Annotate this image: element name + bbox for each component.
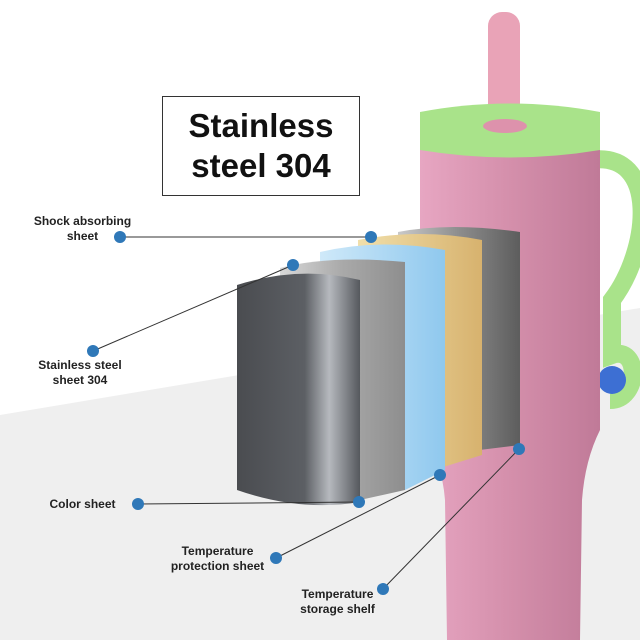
layer-sheets [237, 227, 520, 506]
callout-dot [114, 231, 126, 243]
title-line-1: Stainless [188, 107, 334, 144]
label-temperature-protection: Temperature protection sheet [160, 544, 275, 574]
label-line: sheet [66, 229, 99, 243]
label-color-sheet: Color sheet [40, 497, 125, 512]
callout-dot [287, 259, 299, 271]
label-line: Temperature [181, 544, 254, 558]
callout-dot [87, 345, 99, 357]
label-line: Stainless steel [38, 358, 122, 372]
label-line: Shock absorbing [33, 214, 132, 228]
label-line: sheet 304 [52, 373, 108, 387]
label-shock-absorbing: Shock absorbing sheet [25, 214, 140, 244]
label-temperature-storage: Temperature storage shelf [290, 587, 385, 617]
label-line: storage shelf [300, 602, 375, 616]
callout-dot [377, 583, 389, 595]
label-stainless-steel-sheet: Stainless steel sheet 304 [25, 358, 135, 388]
callout-dot [365, 231, 377, 243]
label-line: Color sheet [49, 497, 116, 511]
label-line: Temperature [301, 587, 374, 601]
callout-dot [434, 469, 446, 481]
title-box: Stainless steel 304 [162, 96, 360, 196]
callout-dot [270, 552, 282, 564]
title-line-2: steel 304 [191, 147, 331, 184]
callout-dot [353, 496, 365, 508]
label-line: protection sheet [170, 559, 265, 573]
callout-dot [513, 443, 525, 455]
callout-dot [132, 498, 144, 510]
leader-lines [92, 236, 520, 590]
